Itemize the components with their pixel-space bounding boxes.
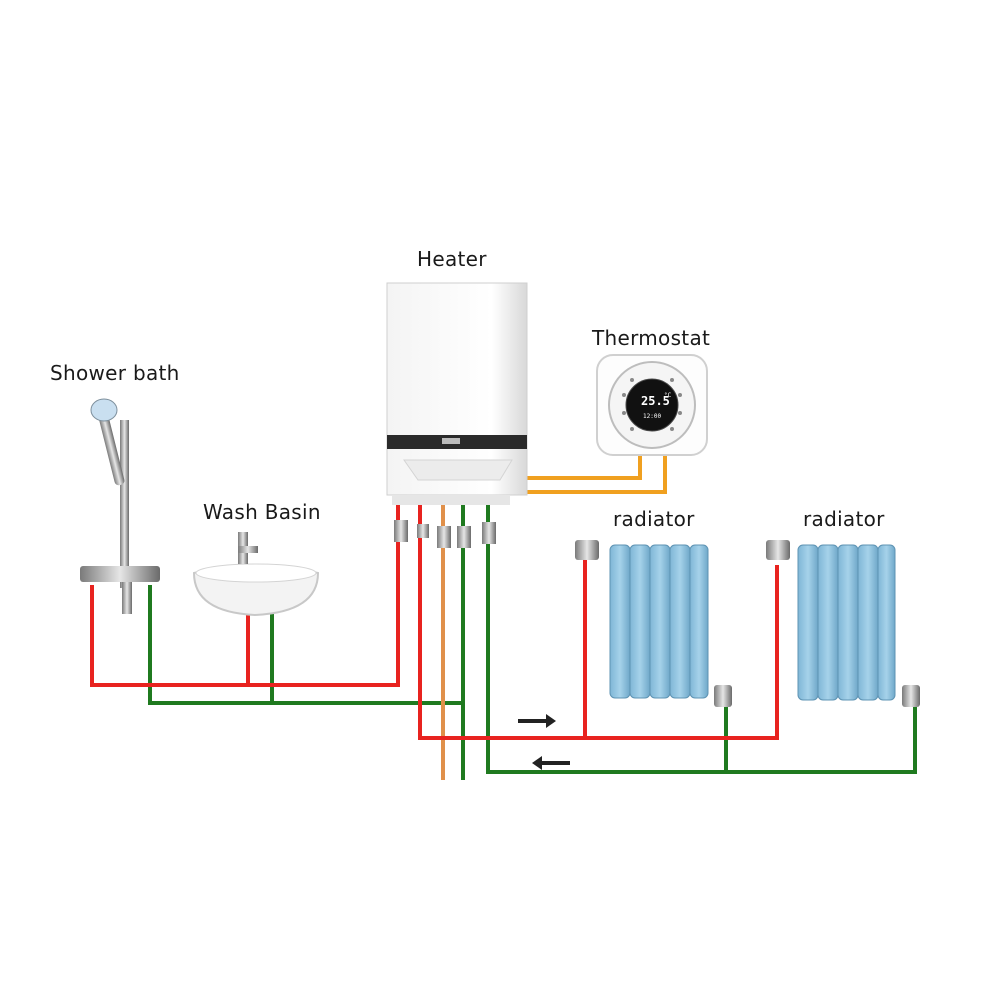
- radiator-left-label: radiator: [613, 507, 695, 531]
- thermostat-label: Thermostat: [592, 326, 711, 350]
- wash-basin-icon: [192, 532, 320, 617]
- thermostat-icon: [596, 354, 708, 456]
- thermostat-wires: [510, 452, 667, 494]
- thermostat-time: 12:00: [643, 413, 662, 420]
- radiator-icon: [575, 540, 732, 707]
- thermostat-temperature: 25.5: [641, 394, 670, 408]
- shower-icon: [80, 398, 160, 614]
- radiator-right-label: radiator: [803, 507, 885, 531]
- radiator-icon: [766, 540, 920, 707]
- heater-icon: [386, 282, 528, 548]
- hot-water-pipes: [90, 505, 779, 740]
- flow-arrow-icon: [532, 756, 570, 770]
- flow-arrow-icon: [518, 714, 556, 728]
- shower-label: Shower bath: [50, 361, 180, 385]
- thermostat-unit: °C: [664, 392, 672, 399]
- heater-label: Heater: [417, 247, 487, 271]
- wash-basin-label: Wash Basin: [203, 500, 321, 524]
